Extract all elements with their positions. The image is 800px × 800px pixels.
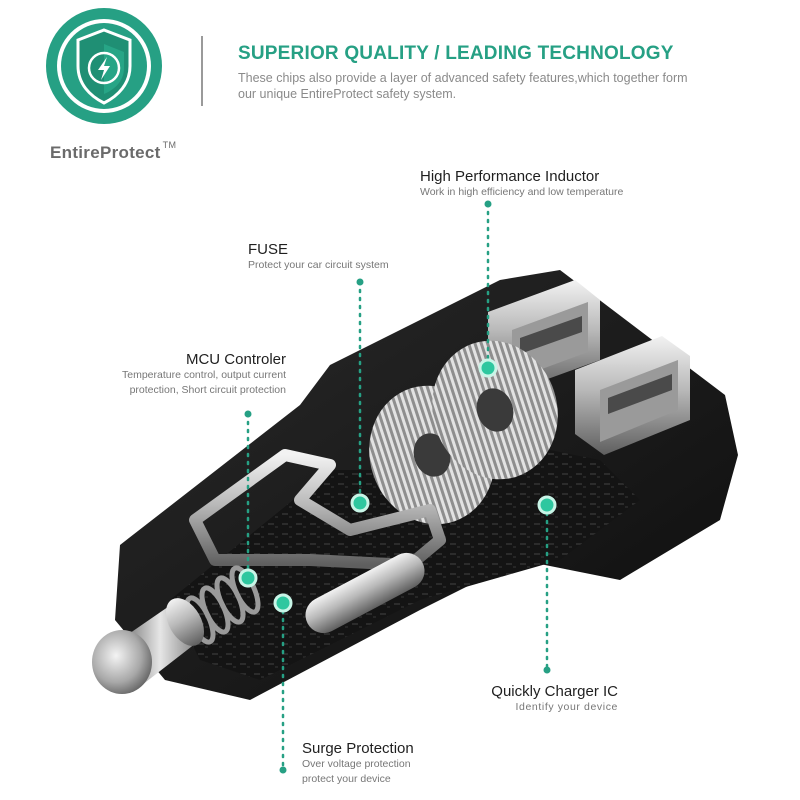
callout-surge-desc-line1: Over voltage protection bbox=[302, 758, 411, 770]
side-contact bbox=[305, 552, 425, 634]
headline: SUPERIOR QUALITY / LEADING TECHNOLOGY bbox=[238, 43, 674, 64]
brand-text: EntireProtect bbox=[50, 143, 161, 162]
hotspot-fuse bbox=[350, 493, 370, 513]
dot-surge-end bbox=[279, 766, 287, 774]
callout-charger-ic-title: Quickly Charger IC bbox=[491, 683, 618, 700]
callout-mcu-title: MCU Controler bbox=[185, 351, 286, 368]
hotspot-surge bbox=[273, 593, 293, 613]
callout-mcu-desc-line1: Temperature control, output current bbox=[121, 369, 286, 381]
callout-surge: Surge Protection Over voltage protection… bbox=[302, 740, 414, 787]
usb-port-bottom bbox=[575, 336, 690, 455]
header-divider bbox=[201, 36, 203, 106]
dot-inductor-end bbox=[484, 200, 492, 208]
callout-fuse-title: FUSE bbox=[248, 241, 289, 258]
inductor-coils bbox=[369, 340, 558, 525]
callout-fuse-desc: Protect your car circuit system bbox=[248, 259, 389, 271]
callout-mcu-desc-line2: protection, Short circuit protection bbox=[129, 384, 286, 396]
fuse-clip bbox=[189, 449, 446, 571]
dot-fuse-end bbox=[356, 278, 364, 286]
callout-surge-desc-line2: protect your device bbox=[302, 773, 391, 785]
dot-ic-end bbox=[543, 666, 551, 674]
hotspot-ic bbox=[537, 495, 557, 515]
hotspot-mcu bbox=[238, 568, 258, 588]
callout-fuse: FUSE Protect your car circuit system bbox=[248, 241, 389, 273]
subheadline: These chips also provide a layer of adva… bbox=[238, 71, 688, 101]
callout-mcu: MCU Controler Temperature control, outpu… bbox=[80, 351, 286, 398]
callout-charger-ic-desc: Identify your device bbox=[515, 701, 618, 713]
dot-mcu-end bbox=[244, 410, 252, 418]
hotspot-inductor bbox=[478, 358, 498, 378]
trademark-mark: TM bbox=[162, 140, 177, 150]
callout-charger-ic: Quickly Charger IC Identify your device bbox=[440, 683, 618, 715]
callout-inductor-desc: Work in high efficiency and low temperat… bbox=[420, 186, 624, 198]
center-pin bbox=[92, 598, 204, 694]
callout-surge-title: Surge Protection bbox=[302, 740, 414, 757]
shield-lightning-icon bbox=[46, 8, 162, 124]
callout-inductor: High Performance Inductor Work in high e… bbox=[420, 168, 623, 200]
callout-inductor-title: High Performance Inductor bbox=[420, 168, 600, 185]
